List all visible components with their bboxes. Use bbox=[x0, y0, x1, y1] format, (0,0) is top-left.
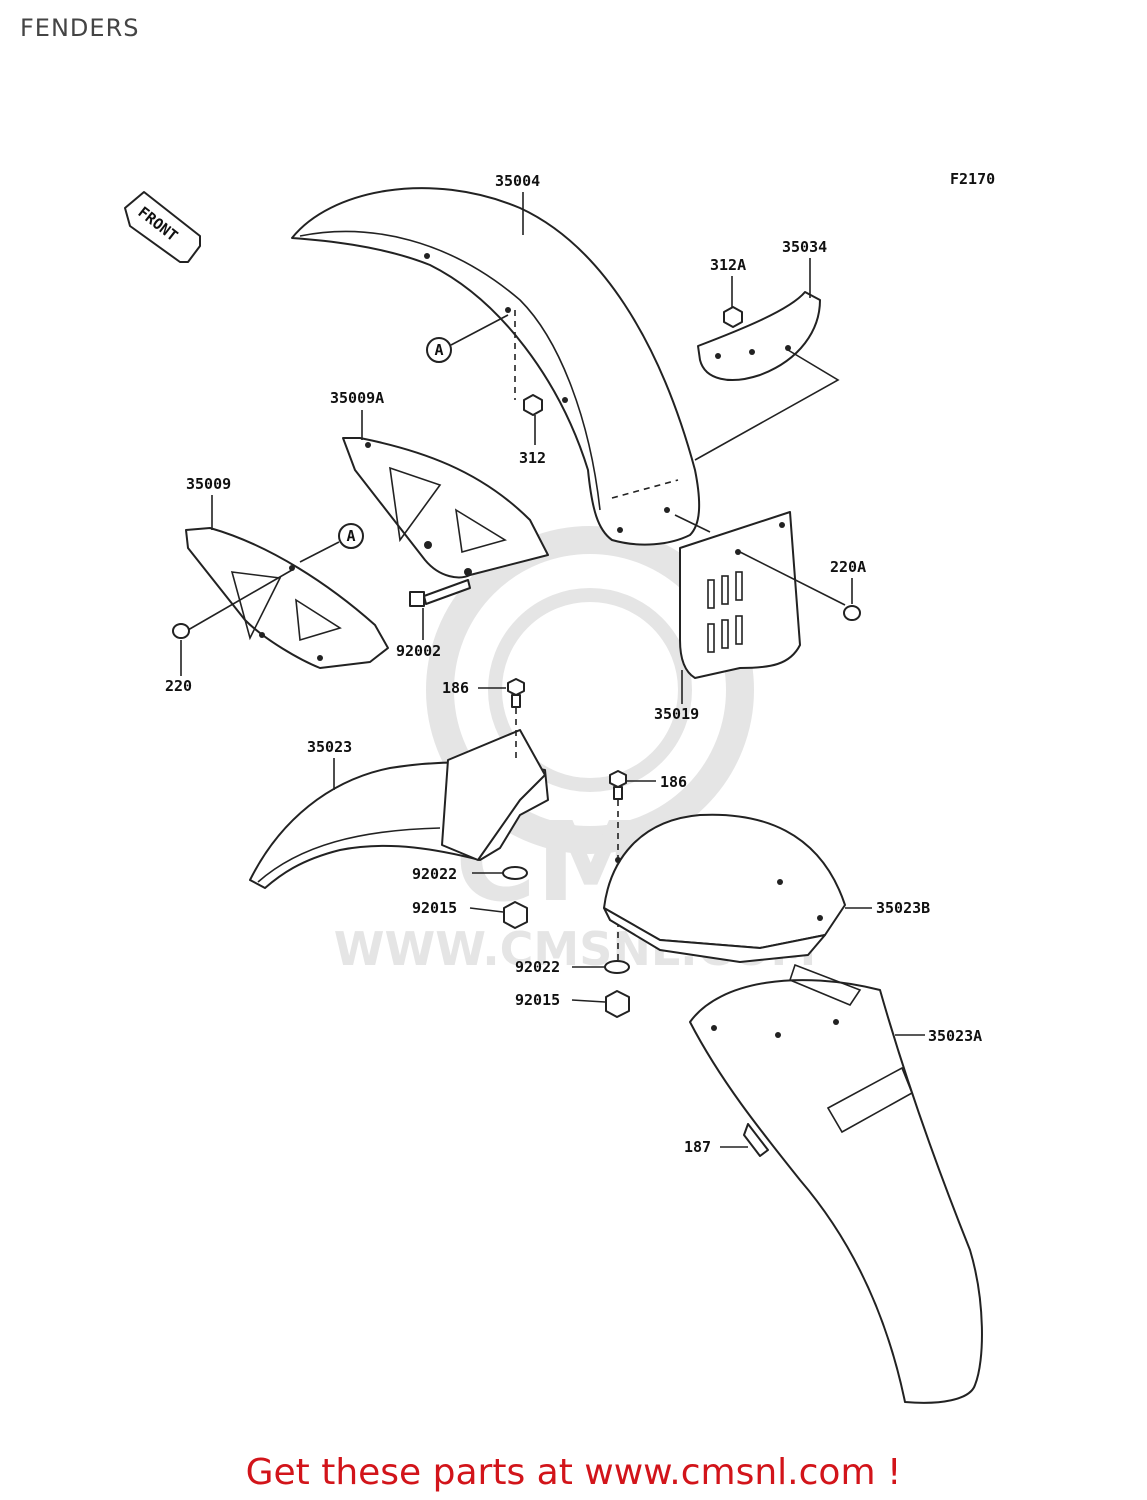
front-fender-35023 bbox=[249, 729, 549, 889]
svg-text:A: A bbox=[434, 341, 443, 359]
chain-guard-35009a bbox=[342, 437, 549, 579]
nut-92015-right bbox=[605, 990, 630, 1018]
label-186-left: 186 bbox=[442, 679, 469, 697]
label-92015-right: 92015 bbox=[515, 991, 560, 1009]
washer-92022-left bbox=[502, 866, 528, 880]
washer-92022-right bbox=[604, 960, 630, 974]
leader-lines bbox=[180, 192, 925, 1148]
label-35034: 35034 bbox=[782, 238, 827, 256]
label-35023b: 35023B bbox=[876, 899, 930, 917]
cta-link[interactable]: www.cmsnl.com bbox=[584, 1452, 876, 1493]
part-number-labels: 35004 35034 312A 35009A 312 35009 220A 9… bbox=[165, 172, 982, 1156]
screw-187 bbox=[743, 1123, 769, 1157]
rear-fender-35004 bbox=[291, 187, 701, 546]
label-35023a: 35023A bbox=[928, 1027, 982, 1045]
ref-circle-a-lower: A bbox=[299, 523, 364, 563]
fender-bracket-35034 bbox=[694, 291, 840, 461]
chain-guard-35009 bbox=[185, 527, 389, 669]
call-to-action: Get these parts at www.cmsnl.com ! bbox=[0, 1452, 1147, 1493]
cta-suffix: ! bbox=[875, 1452, 902, 1493]
page-title: FENDERS bbox=[20, 14, 140, 42]
label-312a: 312A bbox=[710, 256, 746, 274]
label-92002: 92002 bbox=[396, 642, 441, 660]
screw-220a bbox=[843, 605, 861, 621]
nut-92015-left bbox=[503, 901, 528, 929]
label-92022-left: 92022 bbox=[412, 865, 457, 883]
bolt-186-left bbox=[507, 678, 525, 760]
front-direction-arrow: FRONT bbox=[124, 191, 201, 263]
label-220: 220 bbox=[165, 677, 192, 695]
bolt-92002 bbox=[409, 579, 471, 607]
label-35009a: 35009A bbox=[330, 389, 384, 407]
cta-text: Get these parts at bbox=[245, 1452, 585, 1493]
label-92015-left: 92015 bbox=[412, 899, 457, 917]
screw-220 bbox=[172, 623, 190, 639]
label-35023: 35023 bbox=[307, 738, 352, 756]
label-35009: 35009 bbox=[186, 475, 231, 493]
mud-flap-35019 bbox=[674, 511, 846, 679]
label-187: 187 bbox=[684, 1138, 711, 1156]
label-220a: 220A bbox=[830, 558, 866, 576]
label-186-right: 186 bbox=[660, 773, 687, 791]
label-92022-right: 92022 bbox=[515, 958, 560, 976]
nut-312 bbox=[514, 310, 543, 416]
figure-code: F2170 bbox=[950, 170, 995, 188]
ref-circle-a-upper: A bbox=[426, 314, 509, 363]
label-35004: 35004 bbox=[495, 172, 540, 190]
fender-lower-35023a bbox=[689, 963, 983, 1404]
label-35019: 35019 bbox=[654, 705, 699, 723]
fender-top-35023b bbox=[603, 813, 846, 963]
svg-text:A: A bbox=[346, 527, 355, 545]
label-312: 312 bbox=[519, 449, 546, 467]
